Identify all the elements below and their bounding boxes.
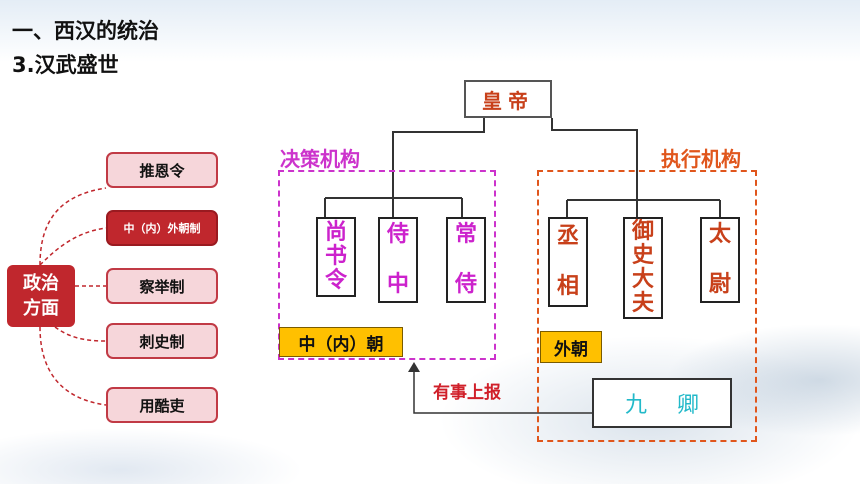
policy-inner-outer-court: 中（内）外朝制: [106, 210, 218, 246]
execution-group-box: [537, 170, 757, 442]
politics-hub: 政治方面: [7, 265, 75, 327]
office-chengxiang: 丞 相: [548, 217, 588, 307]
report-label: 有事上报: [433, 383, 501, 403]
hub-connector-5: [39, 326, 107, 406]
hub-connector-4: [54, 326, 107, 342]
office-shizhong: 侍 中: [378, 217, 418, 303]
policy-kuli: 用酷吏: [106, 387, 218, 423]
header-band: [0, 0, 860, 62]
report-arrow: [413, 370, 592, 414]
emperor-box: 皇帝: [464, 80, 552, 118]
hub-connector-2: [39, 227, 107, 266]
office-yushidafu: 御 史 大 夫: [623, 217, 663, 319]
office-taiwei: 太 尉: [700, 217, 740, 303]
inner-court-tag: 中（内）朝: [279, 327, 403, 357]
section-title: 一、西汉的统治: [12, 19, 159, 43]
hub-connector-1: [39, 187, 107, 266]
policy-chaju: 察举制: [106, 268, 218, 304]
report-arrowhead: [408, 362, 420, 372]
outer-court-tag: 外朝: [540, 331, 602, 363]
subtitle: 3.汉武盛世: [12, 53, 119, 77]
decision-group-box: [278, 170, 496, 360]
office-changshi: 常 侍: [446, 217, 486, 303]
policy-tuien: 推恩令: [106, 152, 218, 188]
decision-label: 决策机构: [280, 147, 360, 171]
execution-label: 执行机构: [661, 147, 741, 171]
emperor-to-decision: [392, 118, 485, 198]
policy-cishi: 刺史制: [106, 323, 218, 359]
emperor-to-execution: [551, 118, 638, 200]
office-shangshuling: 尚 书 令: [316, 217, 356, 297]
nine-ministers-box: 九卿: [592, 378, 732, 428]
